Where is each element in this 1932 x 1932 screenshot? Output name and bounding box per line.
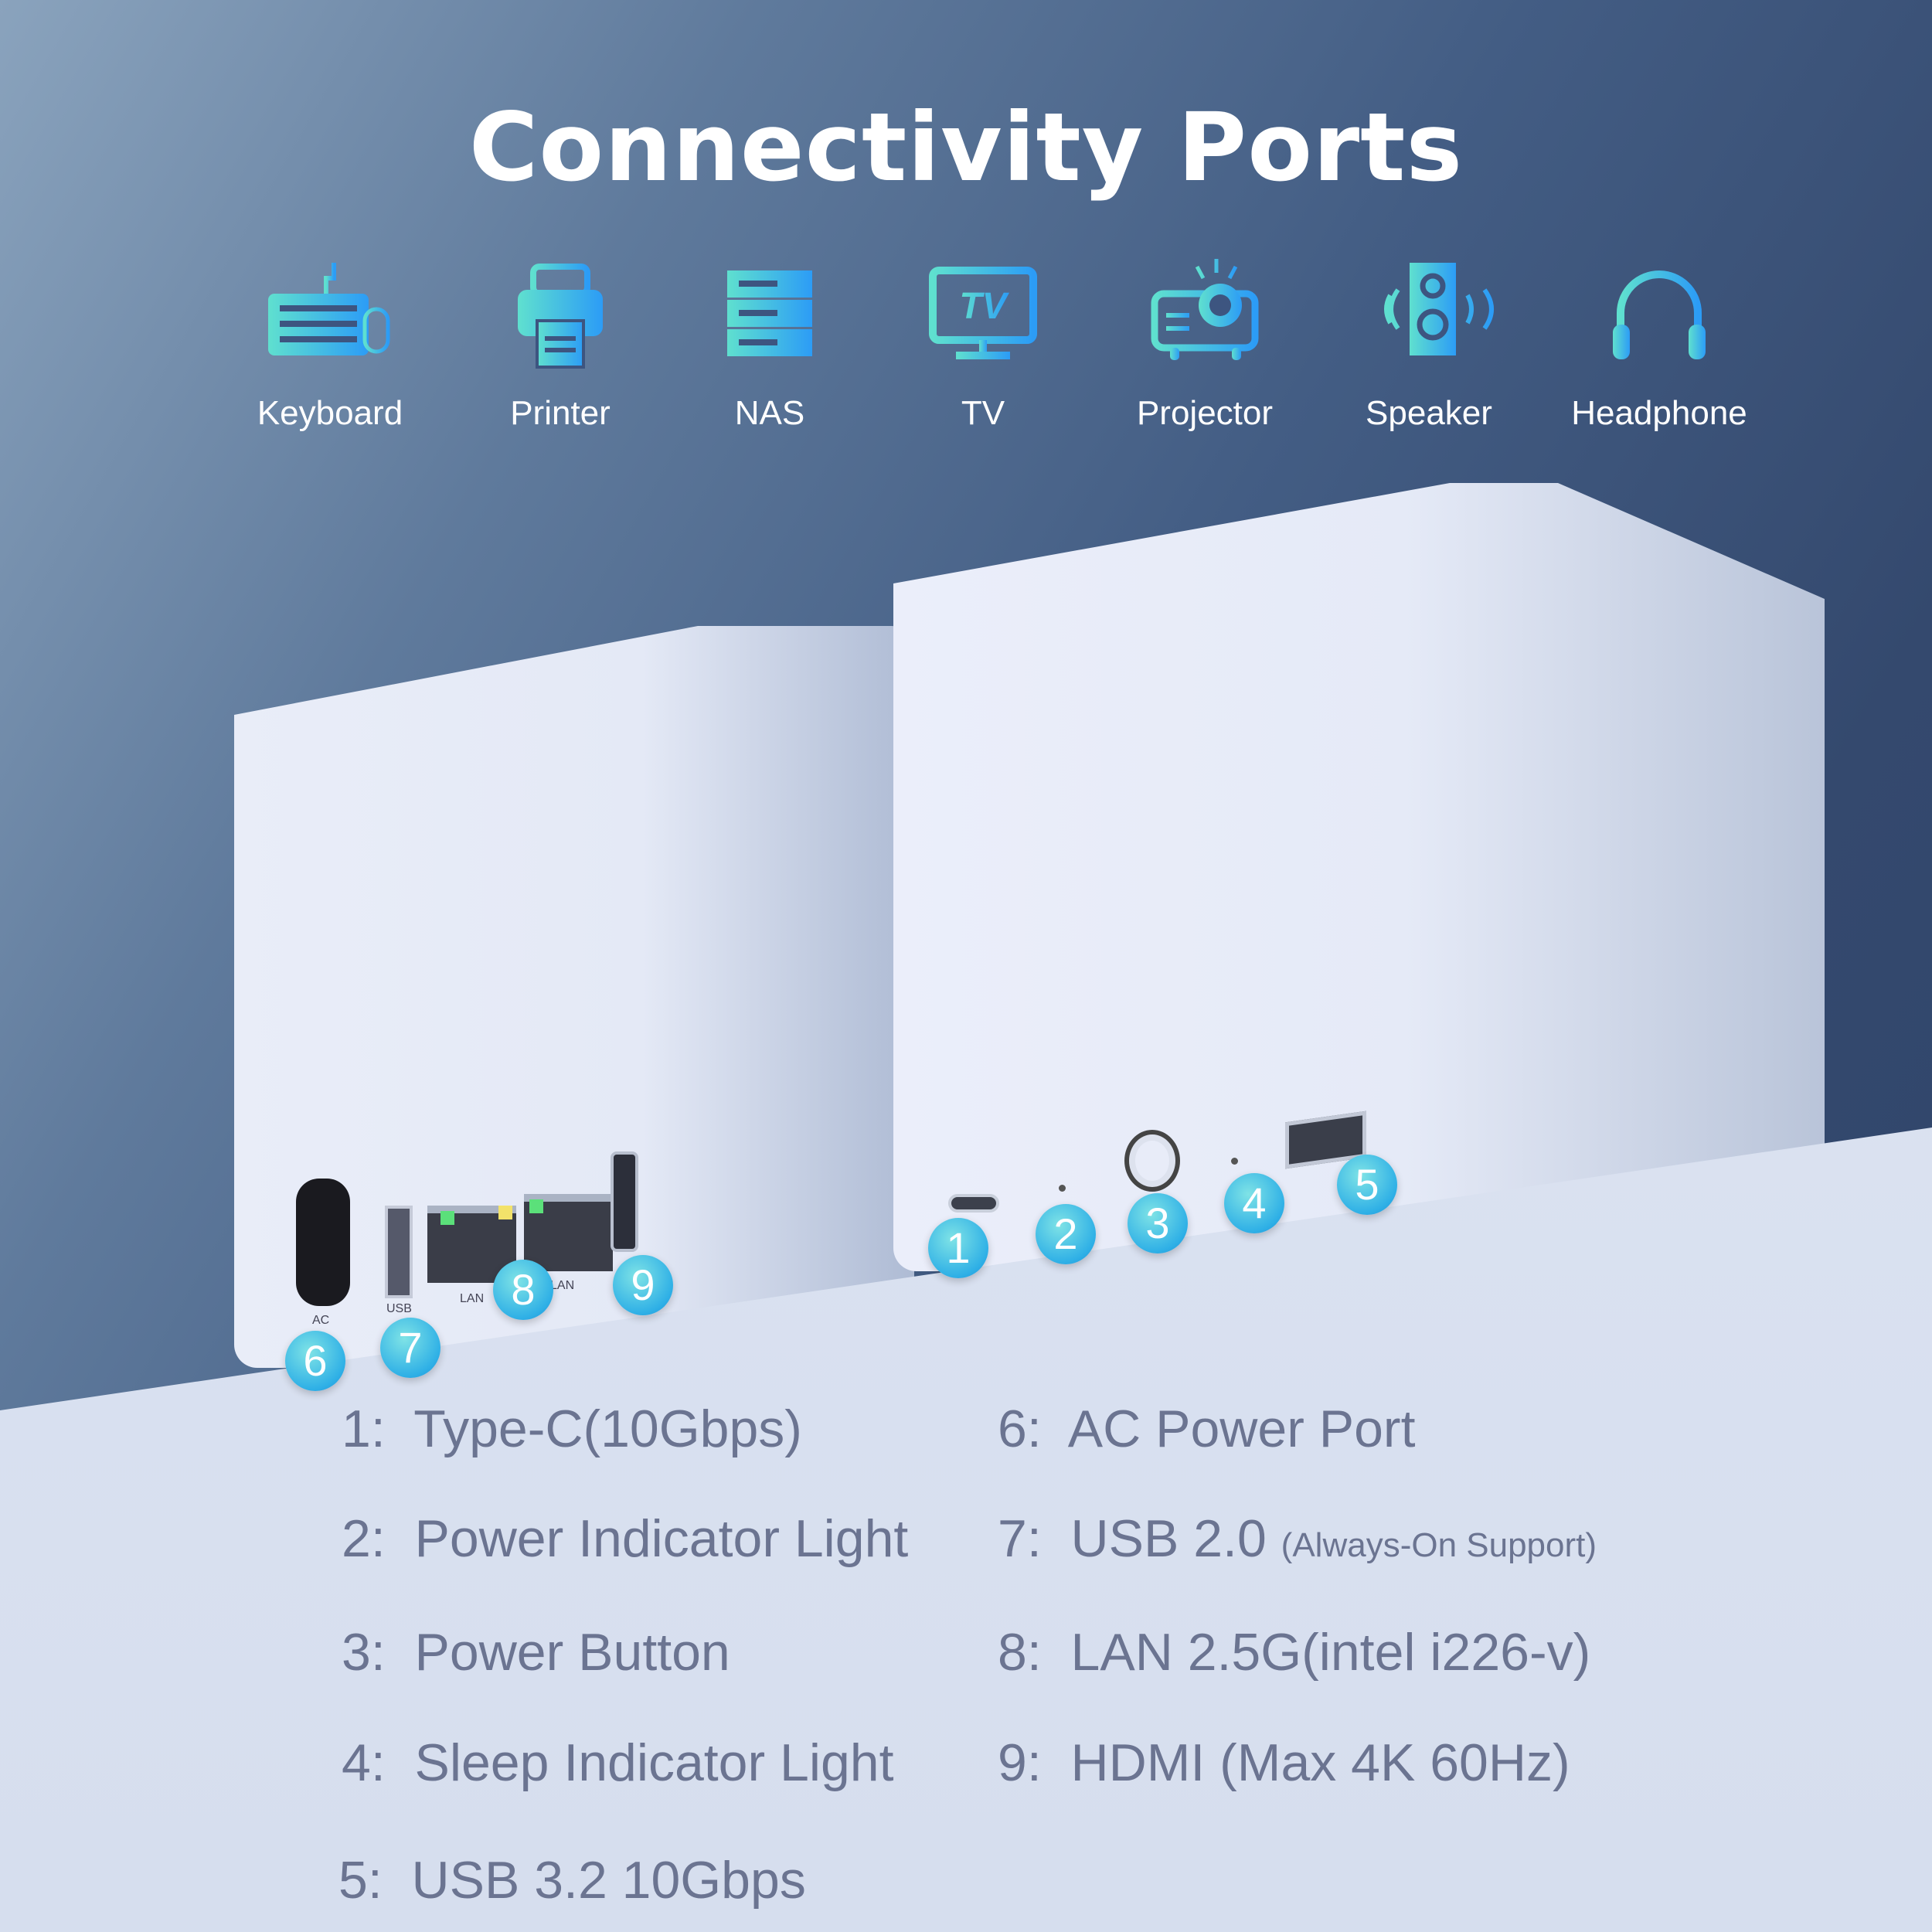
device-keyboard: Keyboard — [214, 255, 446, 433]
hdmi-port — [611, 1151, 638, 1252]
badge-2: 2 — [1036, 1204, 1096, 1264]
device-headphone: Headphone — [1543, 255, 1775, 433]
badge-1: 1 — [928, 1218, 988, 1278]
port-item-5: 5: USB 3.2 10Gbps — [338, 1851, 806, 1910]
device-label: TV — [961, 394, 1005, 432]
port-item-6: 6: AC Power Port — [998, 1400, 1416, 1458]
lan-led — [440, 1211, 454, 1225]
port-item-8: 8: LAN 2.5G(intel i226-v) — [998, 1623, 1591, 1682]
badge-4: 4 — [1224, 1173, 1284, 1233]
device-label: Printer — [510, 394, 611, 432]
lan-port-label: LAN — [460, 1292, 485, 1305]
sleep-indicator-light — [1231, 1158, 1238, 1165]
power-indicator-light — [1059, 1185, 1066, 1192]
badge-8: 8 — [493, 1260, 553, 1320]
speaker-icon — [1384, 263, 1494, 355]
lan-port-label: LAN — [550, 1279, 575, 1292]
device-label: NAS — [734, 394, 805, 432]
usb-port-label: USB — [386, 1302, 412, 1315]
device-label: Projector — [1136, 394, 1274, 432]
badge-5: 5 — [1337, 1155, 1397, 1215]
usb2-port — [385, 1206, 413, 1298]
lan-led — [529, 1199, 543, 1213]
projector-icon — [1151, 259, 1259, 360]
device-label: Keyboard — [257, 394, 403, 432]
keyboard-icon — [268, 263, 390, 355]
device-tv: TV TV — [867, 255, 1099, 433]
port-item-2: 2: Power Indicator Light — [342, 1509, 909, 1568]
device-printer: Printer — [444, 255, 676, 433]
type-c-port — [948, 1194, 999, 1213]
device-label: Headphone — [1571, 394, 1747, 432]
tv-icon: TV — [929, 267, 1037, 359]
device-label: Speaker — [1366, 394, 1492, 432]
port-item-9: 9: HDMI (Max 4K 60Hz) — [998, 1733, 1570, 1792]
device-speaker: Speaker — [1313, 255, 1545, 433]
badge-7: 7 — [380, 1318, 440, 1378]
lan-led — [498, 1206, 512, 1219]
badge-6: 6 — [285, 1331, 345, 1391]
port-item-4: 4: Sleep Indicator Light — [342, 1733, 894, 1792]
svg-text:TV: TV — [959, 286, 1009, 327]
port-item-3: 3: Power Button — [342, 1623, 730, 1682]
device-projector: Projector — [1089, 255, 1321, 433]
nas-icon — [727, 270, 812, 356]
badge-9: 9 — [613, 1255, 673, 1315]
printer-icon — [518, 264, 603, 369]
ac-port — [296, 1179, 350, 1306]
device-nas: NAS — [654, 255, 886, 433]
ac-port-label: AC — [312, 1314, 330, 1327]
port-item-7: 7: USB 2.0 (Always-On Support) — [998, 1509, 1597, 1568]
port-item-1: 1: Type-C(10Gbps) — [342, 1400, 802, 1458]
page-title: Connectivity Ports — [468, 93, 1464, 202]
badge-3: 3 — [1128, 1193, 1188, 1253]
power-button[interactable] — [1124, 1130, 1180, 1192]
headphone-icon — [1613, 270, 1706, 359]
